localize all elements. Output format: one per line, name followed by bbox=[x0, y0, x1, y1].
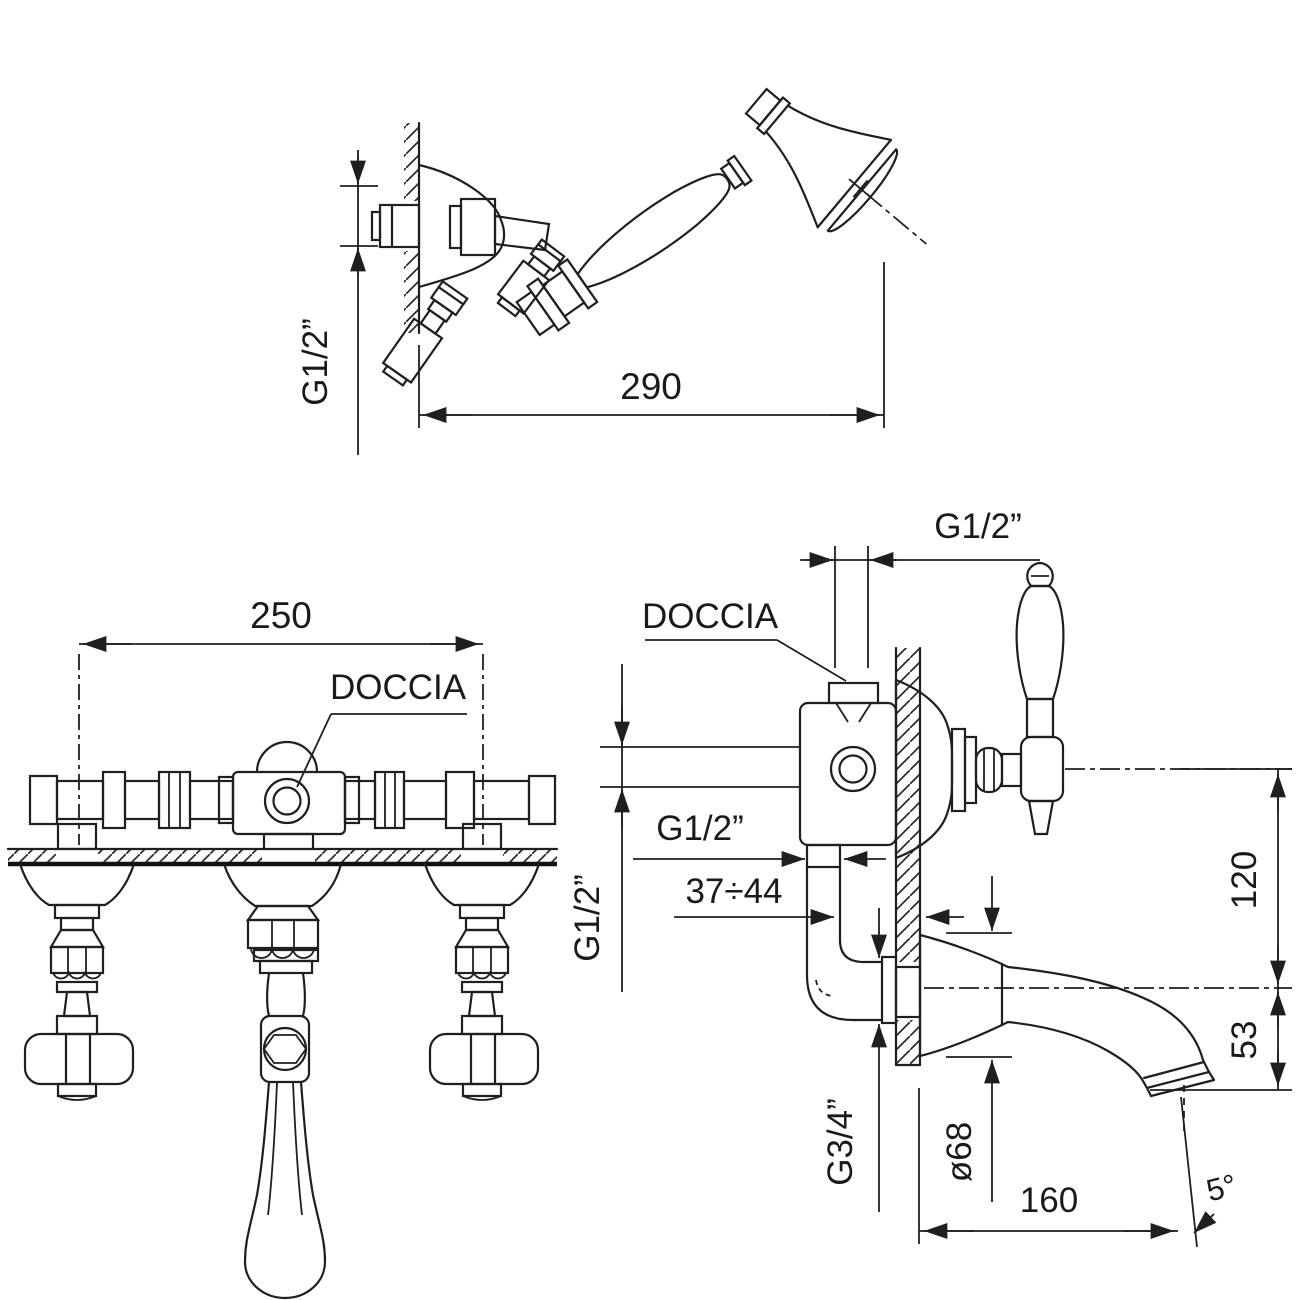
hand-shower-view: G1/2” 290 bbox=[296, 87, 927, 455]
wall-union-nipple bbox=[370, 203, 421, 249]
leg-hex-boss bbox=[259, 1014, 311, 1084]
label-spout-reach: 160 bbox=[1020, 1181, 1078, 1220]
dim-escutcheon-dia-68: ø68 bbox=[940, 876, 1012, 1202]
handshower-handle bbox=[576, 173, 731, 289]
concealed-valve-body bbox=[798, 681, 898, 869]
dim-hole-centres-250: 250 bbox=[78, 595, 484, 845]
handshower-holder-and-handle bbox=[515, 154, 753, 337]
head-axis-centerline bbox=[866, 193, 927, 245]
diverter-boss bbox=[263, 777, 311, 825]
doccia-callout-front: DOCCIA bbox=[296, 668, 467, 788]
dim-spout-tilt-5deg: 5° bbox=[1180, 1085, 1240, 1248]
label-bottom-inlet-thread: G1/2” bbox=[656, 809, 744, 848]
side-inlet-boss bbox=[829, 745, 877, 793]
label-hose-reach: 290 bbox=[620, 366, 682, 407]
dim-wall-depth-37-44: 37÷44 bbox=[674, 872, 964, 925]
label-shower-thread-top: G1/2” bbox=[934, 507, 1022, 546]
dim-shower-thread-top: G1/2” bbox=[800, 507, 1040, 668]
label-doccia-front: DOCCIA bbox=[330, 668, 467, 707]
label-hole-centres: 250 bbox=[250, 595, 312, 636]
central-diverter-body bbox=[217, 740, 361, 854]
tub-spout bbox=[918, 933, 1216, 1098]
label-bracket-thread: G1/2” bbox=[296, 318, 335, 406]
wall-section-side bbox=[890, 646, 922, 1067]
dim-heights-120-53: 120 53 bbox=[1150, 768, 1292, 1091]
dim-spout-reach-160: 160 bbox=[918, 1088, 1178, 1244]
dim-side-inlet-thread: G1/2” bbox=[568, 664, 800, 992]
wall-nipple-gap bbox=[398, 201, 420, 251]
lever-grip bbox=[1015, 584, 1065, 701]
hose-connection-lower bbox=[381, 279, 469, 387]
lever-hub bbox=[1019, 735, 1065, 803]
shower-outlet-port bbox=[827, 681, 880, 705]
knurled-connector bbox=[448, 197, 497, 257]
label-doccia-side: DOCCIA bbox=[642, 597, 779, 636]
bracket-escutcheon-dome bbox=[417, 163, 506, 289]
dim-hose-reach-290: 290 bbox=[418, 262, 885, 428]
escutcheon-and-lever bbox=[894, 561, 1065, 860]
label-wall-depth: 37÷44 bbox=[685, 872, 782, 911]
wall-section bbox=[398, 121, 421, 335]
label-spout-tilt: 5° bbox=[1203, 1167, 1240, 1208]
label-side-inlet-thread: G1/2” bbox=[568, 874, 607, 962]
bottom-inlet-port bbox=[805, 843, 842, 869]
dim-bracket-thread: G1/2” bbox=[296, 150, 378, 455]
label-escutcheon-dia: ø68 bbox=[940, 1122, 979, 1182]
left-valve-drop bbox=[56, 822, 98, 851]
label-spout-thread: G3/4” bbox=[821, 1098, 860, 1186]
doccia-callout-side: DOCCIA bbox=[642, 597, 847, 682]
dim-bottom-inlet-thread: G1/2” bbox=[633, 809, 886, 867]
manifold-bar bbox=[28, 770, 557, 851]
handshower-head bbox=[744, 87, 927, 245]
cross-handle-valve bbox=[18, 862, 136, 1101]
hose-connection-upper bbox=[496, 238, 566, 318]
dim-spout-thread-g34: G3/4” bbox=[821, 908, 887, 1212]
central-shower-leg bbox=[222, 862, 343, 1300]
front-view: 250 DOCCIA bbox=[6, 595, 559, 1300]
rim-deck bbox=[6, 847, 559, 867]
label-height-below: 53 bbox=[1225, 1021, 1264, 1060]
side-view: G1/2” DOCCIA G1/2” G1/2” 37÷44 bbox=[568, 507, 1292, 1248]
label-height-above: 120 bbox=[1225, 851, 1264, 909]
